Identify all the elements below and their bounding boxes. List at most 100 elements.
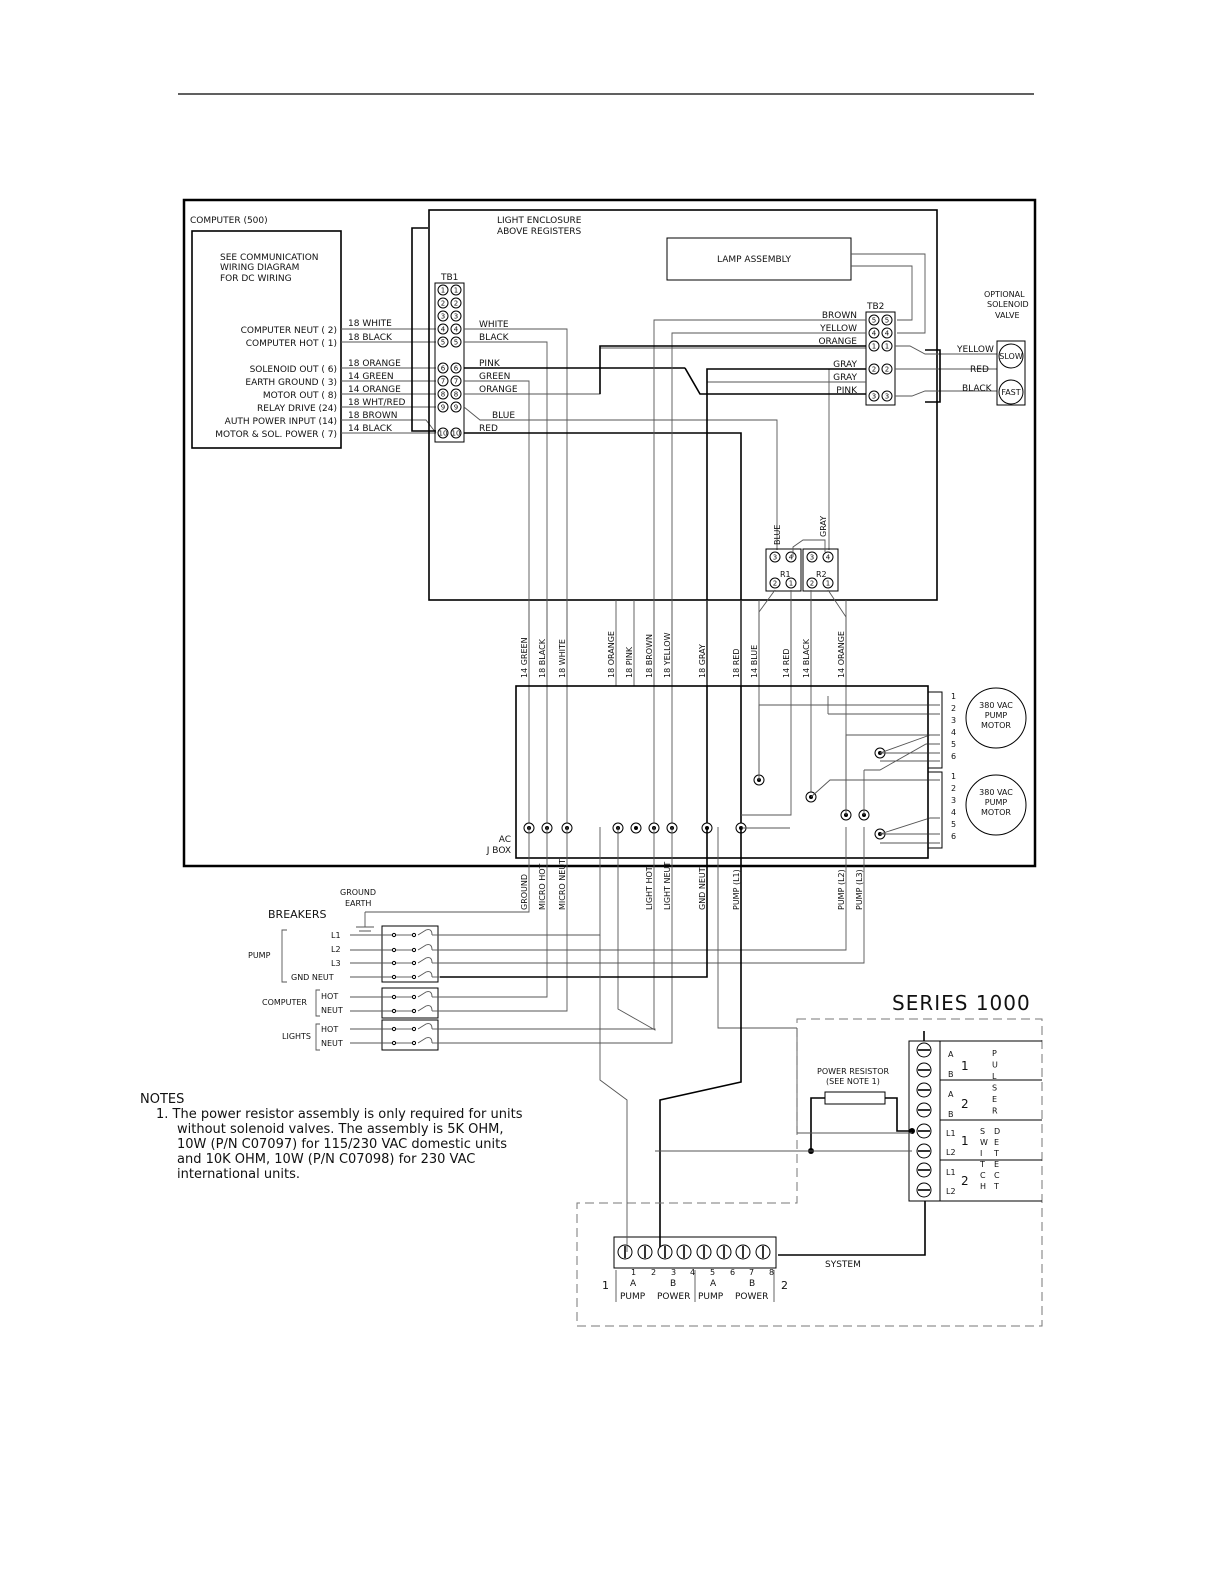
slow-coil bbox=[998, 343, 1024, 369]
breaker-lights-hot: HOT bbox=[321, 1025, 338, 1034]
jbox-label-2: J BOX bbox=[486, 846, 511, 856]
tb1-terminal-6-left bbox=[437, 362, 449, 374]
strip-terminal-number: 6 bbox=[730, 1268, 735, 1277]
motor1-pin: 1 bbox=[951, 692, 956, 701]
vertical-wire-label: 14 RED bbox=[782, 649, 791, 679]
relay-r2-label: R2 bbox=[816, 570, 827, 579]
motor2-pin: 4 bbox=[951, 808, 956, 817]
tb2-terminal-4-right-number: 4 bbox=[885, 330, 890, 338]
wire-14-black: 14 BLACK bbox=[348, 424, 393, 434]
series-title: SERIES 1000 bbox=[892, 991, 1031, 1015]
strip-dividers bbox=[615, 1270, 775, 1302]
tb1-terminal-8-left-number: 8 bbox=[441, 391, 445, 399]
signal-solenoid-out: SOLENOID OUT ( 6) bbox=[250, 365, 337, 375]
vertical-wire-label: 14 BLUE bbox=[750, 645, 759, 678]
breaker-contact bbox=[391, 960, 397, 966]
pulser-terminal-letter: A bbox=[948, 1090, 954, 1099]
wire-18-orange: 18 ORANGE bbox=[348, 359, 401, 369]
signal-motor-sol-power: MOTOR & SOL. POWER ( 7) bbox=[215, 430, 337, 440]
relay-r2-pin-1 bbox=[822, 577, 834, 589]
tb1-terminal-4-left-number: 4 bbox=[441, 326, 446, 334]
lower-wire-label: PUMP (L1) bbox=[732, 869, 741, 910]
tb2-left-wires bbox=[653, 319, 866, 827]
strip-terminal-number: 3 bbox=[671, 1268, 676, 1277]
tb1-terminal-1-right bbox=[450, 284, 462, 296]
tb2-terminal-2-left bbox=[868, 363, 880, 375]
breaker-lever bbox=[417, 991, 433, 998]
vertical-wire-label: 14 ORANGE bbox=[837, 631, 846, 678]
tb1-terminal-5-right-number: 5 bbox=[454, 339, 458, 347]
relay-r1-pin-2-number: 2 bbox=[773, 580, 777, 588]
light-enclosure-title-1: LIGHT ENCLOSURE bbox=[497, 216, 582, 226]
relay-r1-label: R1 bbox=[780, 570, 791, 579]
tb2-terminal-1-left-number: 1 bbox=[872, 343, 876, 351]
strip-letter-b1: B bbox=[670, 1279, 676, 1289]
breaker-lever bbox=[417, 929, 433, 936]
breaker-lights-neut: NEUT bbox=[321, 1039, 343, 1048]
motor2-pin: 1 bbox=[951, 772, 956, 781]
tb2-terminal-3-left-number: 3 bbox=[872, 393, 876, 401]
tb1-right-wires bbox=[463, 328, 866, 827]
breaker-lever bbox=[417, 944, 433, 951]
motor2 bbox=[965, 774, 1027, 836]
tb1-wire-blue: BLUE bbox=[492, 411, 515, 421]
signal-computer-neut: COMPUTER NEUT ( 2) bbox=[241, 326, 337, 336]
vertical-wire-label: 18 YELLOW bbox=[663, 632, 672, 678]
strip-word-pump-1: PUMP bbox=[620, 1292, 646, 1302]
computer-to-tb1-wires bbox=[341, 328, 437, 434]
light-enclosure: LIGHT ENCLOSURE ABOVE REGISTERS LAMP ASS… bbox=[428, 209, 938, 601]
system-wire bbox=[778, 1201, 926, 1256]
tb1-terminal-2-left bbox=[437, 297, 449, 309]
system-label: SYSTEM bbox=[825, 1260, 861, 1270]
tb1-terminal-8-right bbox=[450, 388, 462, 400]
tb1-terminal-10-right-number: 10 bbox=[452, 430, 461, 438]
relay-r1-pin-4 bbox=[785, 551, 797, 563]
lights-breaker-box bbox=[381, 1019, 439, 1051]
tb1-terminal-6-left-number: 6 bbox=[441, 365, 446, 373]
motor1-pin: 3 bbox=[951, 716, 956, 725]
tb2-wire-orange: ORANGE bbox=[818, 337, 857, 347]
lower-wire-label: MICRO HOT bbox=[538, 863, 547, 910]
strip-terminal-number: 5 bbox=[710, 1268, 715, 1277]
vertical-wire-label: 18 RED bbox=[732, 649, 741, 679]
pulser-terminal-letter: B bbox=[948, 1070, 954, 1079]
tb2-terminal-5-right bbox=[881, 314, 893, 326]
tb1-terminal-3-left bbox=[437, 310, 449, 322]
relay-r2-pin-4 bbox=[822, 551, 834, 563]
tb1-wire-orange: ORANGE bbox=[479, 385, 518, 395]
vertical-wire-label: 18 PINK bbox=[625, 646, 634, 678]
tb2-gray-wire bbox=[706, 368, 866, 827]
wire-18-white: 18 WHITE bbox=[348, 319, 392, 329]
breaker-lights-label: LIGHTS bbox=[282, 1032, 311, 1041]
tb1-bracket bbox=[411, 227, 436, 432]
tb2-pink-wire bbox=[684, 367, 866, 395]
tb1-wire-pink: PINK bbox=[479, 359, 501, 369]
breaker-contact bbox=[391, 1040, 397, 1046]
tb2-terminal-2-left-number: 2 bbox=[872, 366, 876, 374]
vertical-wire-label: 14 GREEN bbox=[520, 637, 529, 678]
computer-box bbox=[191, 230, 342, 449]
vertical-wire-label: 14 BLACK bbox=[802, 638, 811, 678]
solenoid-wire-yellow: YELLOW bbox=[956, 345, 994, 355]
tb1-terminal-6-right bbox=[450, 362, 462, 374]
wire-18-brown: 18 BROWN bbox=[348, 411, 397, 421]
tb2-terminal-2-right-number: 2 bbox=[885, 366, 889, 374]
tb1-terminal-2-right-number: 2 bbox=[454, 300, 458, 308]
strip-terminal-number: 1 bbox=[631, 1268, 636, 1277]
signal-earth-ground: EARTH GROUND ( 3) bbox=[245, 378, 337, 388]
series-dashed-outline bbox=[576, 1018, 1043, 1327]
solenoid-title-3: VALVE bbox=[995, 311, 1020, 320]
switch-group-1: 1 bbox=[961, 1134, 969, 1148]
tb2-terminal-5-left-number: 5 bbox=[872, 317, 876, 325]
tb1-label: TB1 bbox=[440, 273, 458, 283]
motor1-pin: 4 bbox=[951, 728, 956, 737]
tb2-terminal-5-left bbox=[868, 314, 880, 326]
pump-bracket bbox=[281, 929, 287, 983]
fast-coil bbox=[998, 379, 1024, 405]
motor1-label-1: 380 VAC bbox=[979, 701, 1013, 710]
